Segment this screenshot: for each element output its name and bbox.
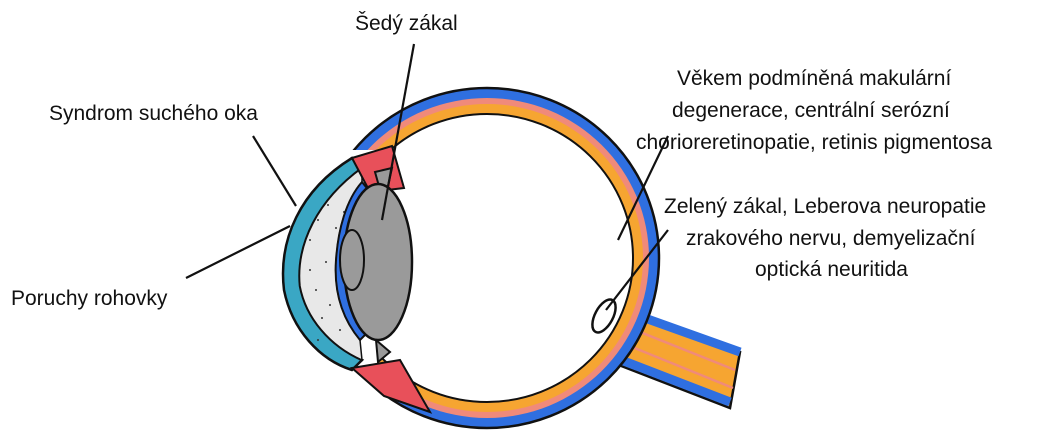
label-retina-line1: Věkem podmíněná makulární xyxy=(677,68,951,89)
label-nerve-line3: optická neuritida xyxy=(755,259,908,280)
label-nerve-line1: Zelený zákal, Leberova neuropatie xyxy=(664,196,986,217)
label-nerve-line2: zrakového nervu, demyelizační xyxy=(686,228,975,249)
label-retina-line2: degenerace, centrální serózní xyxy=(672,100,950,121)
label-cornea: Poruchy rohovky xyxy=(11,288,167,309)
label-dry-eye: Syndrom suchého oka xyxy=(49,103,258,124)
pointer-dry-eye xyxy=(253,136,296,206)
label-cataract: Šedý zákal xyxy=(355,13,458,34)
pointer-cornea xyxy=(186,226,290,278)
label-retina-line3: chorioreretinopatie, retinis pigmentosa xyxy=(636,132,992,153)
